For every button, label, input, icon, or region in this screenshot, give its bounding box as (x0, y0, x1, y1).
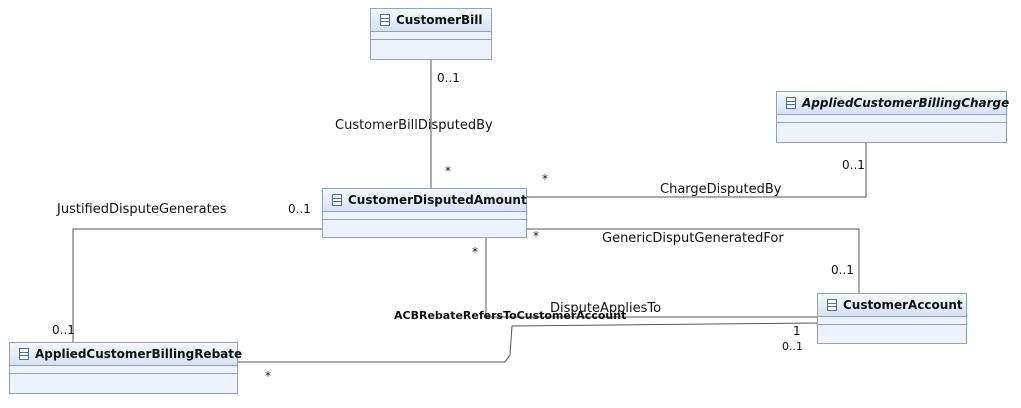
class-icon (380, 14, 390, 26)
association-line-acb-rebate-refers-to-customer-account (238, 322, 818, 363)
multiplicity-charge-end: 0..1 (842, 158, 865, 172)
class-icon (332, 194, 342, 206)
class-name: CustomerAccount (843, 298, 963, 312)
association-line-generic-disput-generated-for (527, 228, 860, 293)
association-line-charge-disputed-by (527, 143, 867, 198)
attributes-compartment (818, 317, 966, 325)
association-label-acb-rebate-refers-to-customer-account: ACBRebateRefersToCustomerAccount (394, 309, 627, 322)
multiplicity-bill-end: 0..1 (437, 71, 460, 85)
multiplicity-bill-amount-end: * (445, 164, 451, 178)
class-name: CustomerDisputedAmount (348, 193, 527, 207)
multiplicity-justified-rebate-end: 0..1 (52, 323, 75, 337)
class-customer-account[interactable]: CustomerAccount (817, 293, 967, 344)
association-label-justified-dispute-generates: JustifiedDisputeGenerates (57, 202, 227, 217)
operations-compartment (10, 374, 237, 381)
multiplicity-applies-amount-end: * (472, 245, 478, 259)
attributes-compartment (777, 115, 1006, 123)
operations-compartment (371, 40, 491, 47)
association-label-customer-bill-disputed-by: CustomerBillDisputedBy (335, 118, 493, 133)
class-icon (786, 97, 796, 109)
multiplicity-charge-amount-end: * (542, 172, 548, 186)
multiplicity-justified-amount-end: 0..1 (288, 202, 311, 216)
association-line-dispute-applies-to (485, 238, 817, 318)
association-label-generic-disput-generated-for: GenericDisputGeneratedFor (602, 231, 784, 246)
attributes-compartment (10, 366, 237, 374)
class-icon (827, 299, 837, 311)
class-name: AppliedCustomerBillingRebate (35, 347, 243, 361)
class-customer-bill[interactable]: CustomerBill (370, 8, 492, 60)
multiplicity-generic-amount-end: * (533, 229, 539, 243)
class-customer-disputed-amount[interactable]: CustomerDisputedAmount (322, 188, 527, 238)
multiplicity-applies-account-end: 1 (793, 324, 801, 338)
class-name: CustomerBill (396, 13, 483, 27)
multiplicity-generic-account-end: 0..1 (831, 263, 854, 277)
class-icon (19, 348, 29, 360)
class-name: AppliedCustomerBillingCharge (802, 96, 1010, 110)
association-label-charge-disputed-by: ChargeDisputedBy (660, 182, 782, 197)
operations-compartment (818, 325, 966, 332)
association-line-justified-dispute-generates (72, 228, 322, 342)
multiplicity-rebate-account-end: 0..1 (782, 340, 803, 353)
attributes-compartment (371, 32, 491, 40)
class-applied-customer-billing-rebate[interactable]: AppliedCustomerBillingRebate (9, 342, 242, 394)
class-applied-customer-billing-charge[interactable]: AppliedCustomerBillingCharge (776, 91, 1010, 143)
operations-compartment (777, 123, 1006, 130)
multiplicity-rebate-rebate-end: * (265, 369, 271, 383)
attributes-compartment (323, 212, 526, 220)
association-label-dispute-applies-to: DisputeAppliesTo (550, 301, 662, 316)
operations-compartment (323, 220, 526, 227)
